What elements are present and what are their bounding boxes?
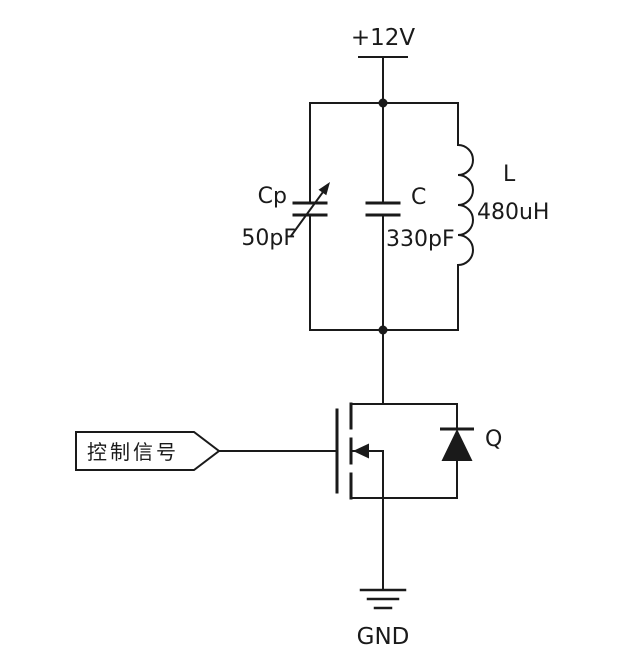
power-supply: +12V: [351, 25, 416, 104]
l-ref-label: L: [503, 162, 516, 187]
cp-value-label: 50pF: [241, 226, 296, 251]
ground-label: GND: [357, 624, 410, 650]
inductor-l: L 480uH: [456, 102, 549, 331]
l-value-label: 480uH: [477, 200, 549, 225]
variable-capacitor-cp: Cp 50pF: [241, 102, 330, 331]
supply-voltage-label: +12V: [351, 25, 416, 51]
cp-ref-label: Cp: [258, 184, 287, 209]
ground: GND: [357, 497, 410, 650]
capacitor-c: C 330pF: [365, 102, 455, 331]
body-arrow-icon: [353, 443, 369, 459]
control-signal-label: 控制信号: [87, 440, 179, 464]
c-ref-label: C: [411, 185, 426, 210]
inductor-coil-icon: [456, 143, 474, 267]
flag-outline: [75, 431, 221, 471]
variable-arrow-shaft: [289, 190, 325, 238]
diode-triangle-icon: [441, 429, 473, 461]
q-ref-label: Q: [485, 427, 502, 452]
body-diode: Q: [440, 403, 502, 499]
variable-arrow-head-icon: [318, 182, 330, 196]
c-value-label: 330pF: [386, 227, 455, 252]
mosfet-q: [218, 402, 458, 500]
control-signal-flag: 控制信号: [75, 431, 221, 471]
